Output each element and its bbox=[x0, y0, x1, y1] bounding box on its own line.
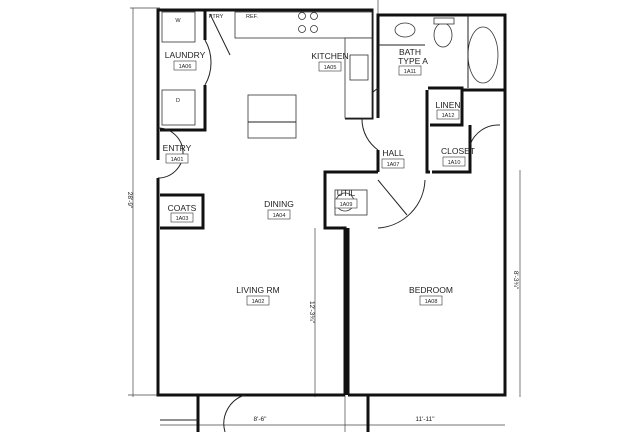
room-name: BEDROOM bbox=[409, 285, 453, 295]
room-name: COATS bbox=[168, 203, 197, 213]
room-code: 1A10 bbox=[448, 160, 461, 166]
room-living: LIVING RM 1A02 bbox=[236, 285, 280, 306]
room-code: 1A01 bbox=[171, 157, 184, 163]
walls bbox=[156, 8, 507, 432]
sink bbox=[394, 22, 416, 38]
room-bath: BATH TYPE A 1A11 bbox=[398, 47, 428, 76]
room-type: TYPE A bbox=[398, 56, 428, 66]
room-code: 1A03 bbox=[176, 216, 189, 222]
dimension-bedroom-side: 8'-3¾" bbox=[512, 271, 519, 290]
room-closet: CLOSET 1A10 bbox=[441, 146, 475, 167]
room-name: LAUNDRY bbox=[165, 50, 206, 60]
room-name: CLOSET bbox=[441, 146, 475, 156]
room-code: 1A05 bbox=[324, 65, 337, 71]
room-hall: HALL 1A07 bbox=[381, 148, 405, 169]
dimension-bottom-right: 11'-11" bbox=[415, 416, 435, 423]
room-code: 1A12 bbox=[442, 113, 455, 119]
dimension-lines bbox=[128, 0, 521, 432]
dryer bbox=[161, 89, 196, 126]
refrigerator-label: REF. bbox=[246, 14, 258, 20]
washer bbox=[161, 11, 196, 43]
pantry-label: PTRY bbox=[209, 14, 224, 20]
room-util: UTIL 1A09 bbox=[334, 188, 358, 209]
room-entry: ENTRY 1A01 bbox=[163, 143, 192, 164]
room-code: 1A08 bbox=[425, 299, 438, 305]
kitchen-island bbox=[247, 94, 297, 139]
bathtub bbox=[467, 26, 499, 84]
room-bedroom: BEDROOM 1A08 bbox=[409, 285, 453, 306]
room-code: 1A06 bbox=[179, 64, 192, 70]
room-name: HALL bbox=[382, 148, 404, 158]
room-code: 1A09 bbox=[340, 202, 353, 208]
room-code: 1A07 bbox=[387, 162, 400, 168]
dimension-overall-depth: 28'-9" bbox=[126, 192, 133, 209]
room-name: UTIL bbox=[337, 188, 356, 198]
toilet bbox=[433, 22, 453, 48]
room-laundry: LAUNDRY 1A06 bbox=[165, 50, 206, 71]
room-name: DINING bbox=[264, 199, 294, 209]
room-name: BATH bbox=[399, 47, 421, 57]
kitchen-counters bbox=[234, 11, 373, 119]
room-code: 1A04 bbox=[273, 213, 286, 219]
room-kitchen: KITCHEN 1A05 bbox=[311, 51, 349, 72]
room-code: 1A11 bbox=[404, 69, 416, 75]
room-linen: LINEN 1A12 bbox=[435, 100, 461, 120]
room-name: KITCHEN bbox=[311, 51, 348, 61]
door-swings bbox=[157, 13, 501, 432]
washer-label: W bbox=[175, 18, 181, 24]
room-name: ENTRY bbox=[163, 143, 192, 153]
room-coats: COATS 1A03 bbox=[168, 203, 197, 223]
room-code: 1A02 bbox=[252, 299, 265, 305]
dimension-living-side: 12'-3¾" bbox=[308, 301, 315, 324]
dryer-label: D bbox=[176, 98, 180, 104]
room-dining: DINING 1A04 bbox=[264, 199, 294, 220]
room-name: LINEN bbox=[435, 100, 460, 110]
room-name: LIVING RM bbox=[236, 285, 279, 295]
dimension-bottom-left: 8'-6" bbox=[254, 416, 268, 423]
